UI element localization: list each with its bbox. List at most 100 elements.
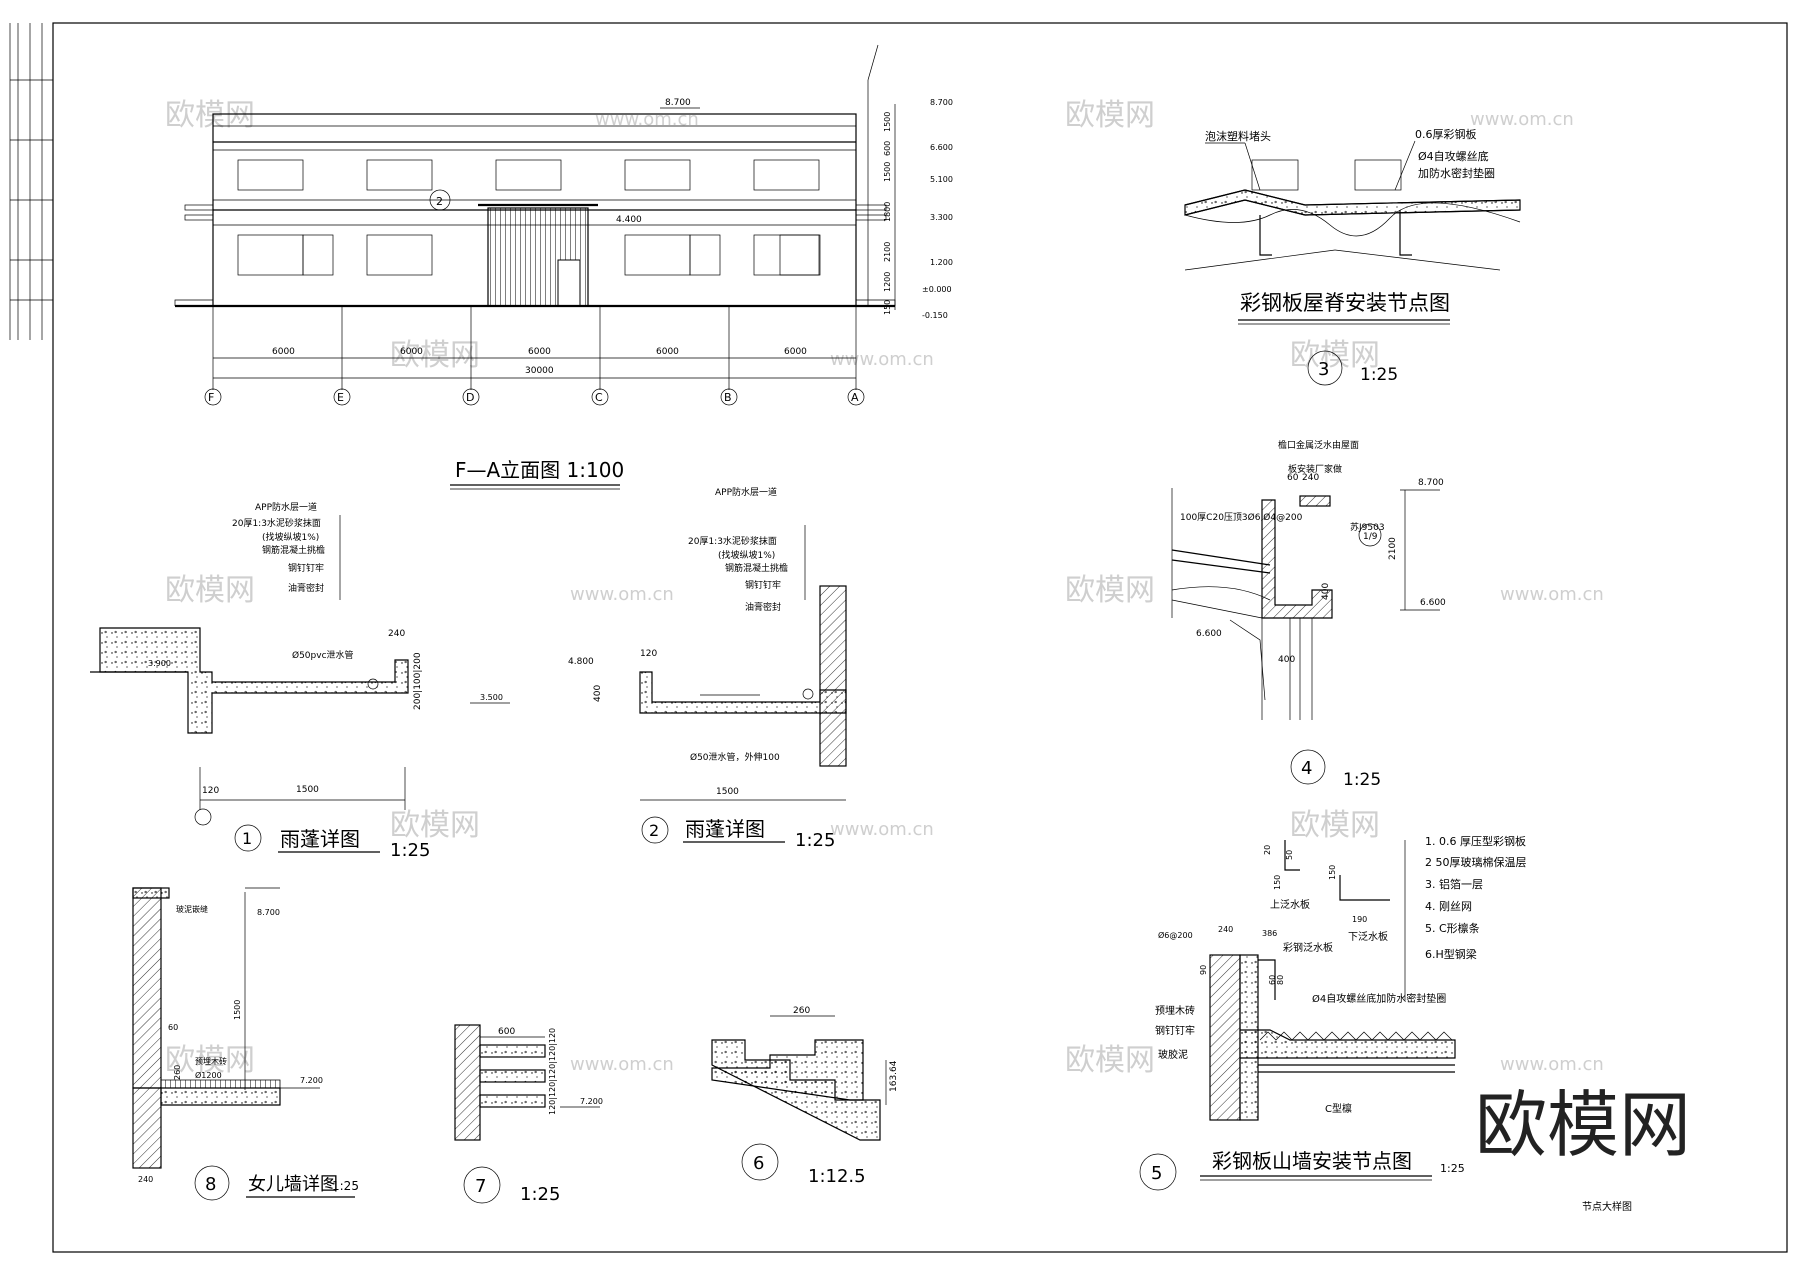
total-dim: 30000 [525,366,554,376]
d8-h: 1500 [233,1000,242,1020]
d2-w120: 120 [640,649,657,659]
d7-scale: 1:25 [520,1184,560,1205]
d3-note: 泡沫塑料堵头 [1205,129,1271,143]
bay-dim: 6000 [784,347,807,357]
elev-dim: 1200 [883,272,892,292]
axis-label: B [724,391,732,404]
watermark-logo: 欧模网 [390,338,480,373]
d7-level: 7.200 [580,1097,603,1106]
d2-scale: 1:25 [795,830,835,851]
detail-2: APP防水层一道 20厚1:3水泥砂浆抹面 (找坡纵坡1%) 钢筋混凝土挑檐 钢… [568,486,847,851]
d3-note: 0.6厚彩钢板 [1415,127,1477,141]
d5-legend: 2 50厚玻璃棉保温层 [1425,855,1527,869]
axis-label: F [208,391,214,404]
d1-w240: 240 [388,629,405,639]
brand-logo: 欧模网 [1475,1083,1691,1167]
level-5: 1.200 [930,258,953,267]
d5-dim: 20 [1263,845,1272,855]
d1-title: 雨蓬详图 [280,827,360,851]
watermark-logo: 欧模网 [1290,808,1380,843]
d1-note: 油膏密封 [288,582,324,594]
d8-note: Ø1200 [195,1070,222,1080]
d3-scale: 1:25 [1360,365,1398,385]
watermark-url: www.om.cn [830,349,934,370]
watermark-logo: 欧模网 [165,98,255,133]
d5-label: 钢钉钉牢 [1155,1024,1195,1037]
watermark-url: www.om.cn [570,584,674,605]
d5-num: 5 [1151,1163,1162,1184]
d4-ref: 苏J9503 [1350,521,1385,533]
d1-span: 1500 [296,785,319,795]
d4-d2100: 2100 [1388,537,1398,560]
d6-scale: 1:12.5 [808,1166,866,1187]
d6-num: 6 [753,1153,764,1174]
d5-dim: 386 [1262,929,1277,938]
d7-num: 7 [475,1176,486,1197]
axis-label: C [595,391,603,404]
d5-dim: 240 [1218,925,1233,934]
watermark-url: www.om.cn [1500,584,1604,605]
watermark-url: www.om.cn [595,109,699,130]
d1-note: (找坡纵坡1%) [262,531,319,543]
d4-ref-tag: 1/9 [1363,532,1378,542]
detail-4: 檐口金属泛水由屋面 板安装厂家做 100厚C20压顶3Ø6,Ø4@200 苏J9… [1171,439,1446,790]
d2-note: 20厚1:3水泥砂浆抹面 [688,535,777,547]
d2-note: 油膏密封 [745,601,781,613]
d3-note: 加防水密封垫圈 [1418,166,1495,180]
bay-dim: 6000 [528,347,551,357]
watermark-url: www.om.cn [830,819,934,840]
d5-dim: Ø6@200 [1158,930,1193,940]
d5-legend: 1. 0.6 厚压型彩钢板 [1425,834,1526,848]
d8-w: 240 [138,1175,153,1184]
d5-label: 上泛水板 [1270,898,1310,911]
d2-note: 钢筋混凝土挑檐 [725,562,788,574]
d5-label: 预埋木砖 [1155,1004,1195,1017]
elevation-tag: 2 [436,195,443,208]
d4-level: 6.600 [1420,598,1446,608]
level-7: -0.150 [922,311,948,320]
d5-dim: 60 [1268,975,1277,985]
d1-note: 20厚1:3水泥砂浆抹面 [232,517,321,529]
watermark-logo: 欧模网 [390,808,480,843]
watermark-logo: 欧模网 [1065,98,1155,133]
bay-dim: 6000 [400,347,423,357]
d4-level: 8.700 [1418,478,1444,488]
d5-label: Ø4自攻螺丝底加防水密封垫圈 [1312,992,1446,1005]
d5-legend: 4. 刚丝网 [1425,900,1472,913]
watermark-url: www.om.cn [1470,109,1574,130]
d1-note: 钢筋混凝土挑檐 [262,544,325,556]
d1-num: 1 [242,829,252,848]
bay-dim: 6000 [656,347,679,357]
elev-dim: 1500 [883,112,892,132]
d8-note: 预埋木砖 [195,1056,227,1066]
canopy-level: 4.400 [616,215,642,225]
d5-dim: 150 [1273,875,1282,890]
d1-h: 200|100|200 [413,652,423,710]
d8-level: 8.700 [257,908,280,917]
d5-dim: 90 [1199,965,1208,975]
watermark-logo: 欧模网 [1290,338,1380,373]
bay-dim: 6000 [272,347,295,357]
d5-dim: 80 [1276,975,1285,985]
level-2: 6.600 [930,143,953,152]
d4-note: 板安装厂家做 [1288,463,1342,475]
d5-label: 玻胶泥 [1158,1048,1188,1061]
title-strip [9,23,53,340]
d2-note: 钢钉钉牢 [745,579,781,591]
d4-d60: 60 [1287,473,1299,483]
detail-7: 600 7.200 120|120|120|120|120 7 1:25 [454,1024,603,1205]
d4-d400: 400 [1321,583,1331,600]
elevation-title: F—A立面图 1:100 [455,458,624,482]
detail-1: 3.900 3.500 APP防水层一道 20厚1:3水泥砂浆抹面 (找坡纵坡1… [90,501,510,861]
d6-w: 260 [793,1006,810,1016]
d8-level: 7.200 [300,1076,323,1085]
d2-span: 1500 [716,787,739,797]
d2-num: 2 [649,821,659,840]
elev-dim: 2100 [883,242,892,262]
d2-h400: 400 [593,685,603,702]
d8-d60: 60 [168,1023,178,1032]
d7-w: 600 [498,1027,515,1037]
d4-note: 檐口金属泛水由屋面 [1278,439,1359,451]
d4-level: 6.600 [1196,629,1222,639]
detail-5: 1. 0.6 厚压型彩钢板 2 50厚玻璃棉保温层 3. 铝箔一层 4. 刚丝网… [1139,834,1632,1213]
